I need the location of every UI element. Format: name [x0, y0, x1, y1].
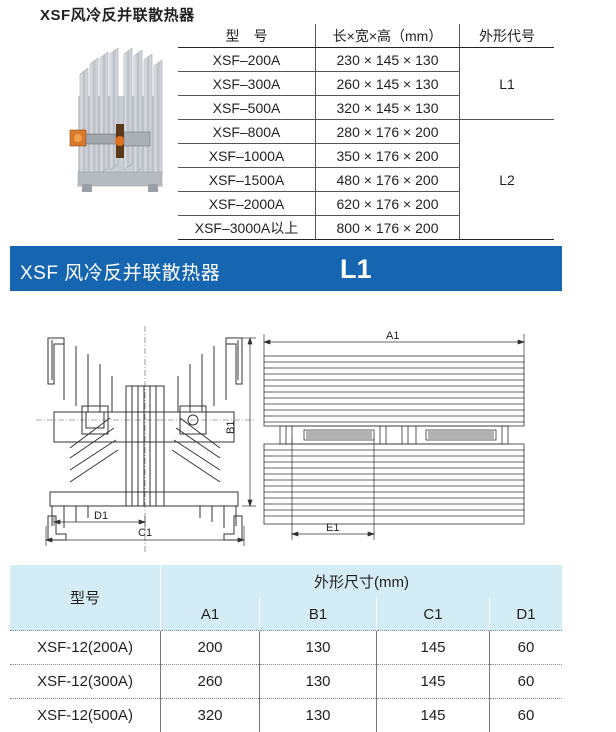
c1-cell: 145 — [376, 630, 490, 665]
table-row: XSF-12(500A) 320 130 145 60 — [10, 698, 562, 732]
model-cell: XSF-12(300A) — [10, 664, 161, 699]
model-cell: XSF-12(500A) — [10, 698, 161, 732]
table-header-row: 型号 外形尺寸(mm) — [10, 565, 562, 631]
size-cell: 480 × 176 × 200 — [315, 167, 460, 192]
table-row: XSF–3000A以上 800 × 176 × 200 — [178, 215, 554, 240]
model-cell: XSF–300A — [178, 71, 316, 96]
size-cell: 620 × 176 × 200 — [315, 191, 460, 216]
table-row: XSF–500A 320 × 145 × 130 — [178, 95, 554, 120]
table-header-row: 型 号 长×宽×高（mm） 外形代号 — [178, 24, 554, 48]
c1-cell: 145 — [376, 698, 490, 732]
model-cell: XSF–800A — [178, 119, 316, 144]
table-row: XSF–300A 260 × 145 × 130 — [178, 71, 554, 96]
model-cell: XSF–1000A — [178, 143, 316, 168]
table-row: XSF–2000A 620 × 176 × 200 — [178, 191, 554, 216]
model-cell: XSF–200A — [178, 47, 316, 72]
shape-code-cell: L2 — [459, 119, 554, 240]
header-size: 长×宽×高（mm） — [315, 24, 460, 48]
header-a1: A1 — [160, 598, 260, 631]
size-cell: 350 × 176 × 200 — [315, 143, 460, 168]
size-cell: 230 × 145 × 130 — [315, 47, 460, 72]
header-shape-code: 外形代号 — [459, 24, 554, 48]
size-cell: 320 × 145 × 130 — [315, 95, 460, 120]
table-row: XSF–1000A 350 × 176 × 200 — [178, 143, 554, 168]
banner-title: XSF 风冷反并联散热器 — [20, 263, 221, 284]
dim-label-b1: B1 — [225, 421, 237, 434]
header-dimensions: 外形尺寸(mm) — [160, 565, 562, 598]
model-cell: XSF–500A — [178, 95, 316, 120]
table-row: XSF-12(300A) 260 130 145 60 — [10, 664, 562, 699]
d1-cell: 60 — [489, 664, 562, 699]
dim-label-e1: E1 — [326, 522, 339, 534]
dimension-table: 型号 外形尺寸(mm) A1 B1 C1 D1 XSF-12(200A) 200… — [10, 565, 562, 732]
size-cell: 800 × 176 × 200 — [315, 215, 460, 240]
header-d1: D1 — [489, 598, 562, 631]
side-view-drawing: A1 E1 — [262, 330, 526, 540]
table-row: XSF–200A 230 × 145 × 130 L1 — [178, 47, 554, 120]
a1-cell: 200 — [160, 630, 260, 665]
a1-cell: 260 — [160, 664, 260, 699]
size-cell: 280 × 176 × 200 — [315, 119, 460, 144]
model-cell: XSF-12(200A) — [10, 630, 161, 665]
size-cell: 260 × 145 × 130 — [315, 71, 460, 96]
dim-label-a1: A1 — [386, 330, 399, 342]
shape-code-cell: L1 — [459, 47, 554, 120]
b1-cell: 130 — [259, 698, 377, 732]
dim-label-c1: C1 — [138, 527, 152, 539]
header-model: 型号 — [10, 565, 161, 631]
front-view-drawing: B1 D1 C1 — [36, 326, 256, 552]
table-subheader-row: A1 B1 C1 D1 — [10, 598, 562, 631]
header-c1: C1 — [376, 598, 490, 631]
d1-cell: 60 — [489, 630, 562, 665]
b1-cell: 130 — [259, 664, 377, 699]
model-cell: XSF–3000A以上 — [178, 215, 316, 240]
table-row: XSF–800A 280 × 176 × 200 L2 — [178, 119, 554, 240]
header-model: 型 号 — [178, 24, 316, 48]
dim-label-d1: D1 — [94, 510, 108, 522]
model-size-table: 型 号 长×宽×高（mm） 外形代号 XSF–200A 230 × 145 × … — [178, 24, 554, 240]
b1-cell: 130 — [259, 630, 377, 665]
model-cell: XSF–2000A — [178, 191, 316, 216]
heatsink-photo — [69, 47, 163, 192]
banner-shape-code: L1 — [340, 254, 372, 284]
table-row: XSF–1500A 480 × 176 × 200 — [178, 167, 554, 192]
section-title: XSF风冷反并联散热器 — [40, 7, 195, 24]
d1-cell: 60 — [489, 698, 562, 732]
c1-cell: 145 — [376, 664, 490, 699]
model-cell: XSF–1500A — [178, 167, 316, 192]
a1-cell: 320 — [160, 698, 260, 732]
header-b1: B1 — [259, 598, 377, 631]
table-row: XSF-12(200A) 200 130 145 60 — [10, 630, 562, 665]
section-banner: XSF 风冷反并联散热器 L1 — [10, 246, 562, 291]
